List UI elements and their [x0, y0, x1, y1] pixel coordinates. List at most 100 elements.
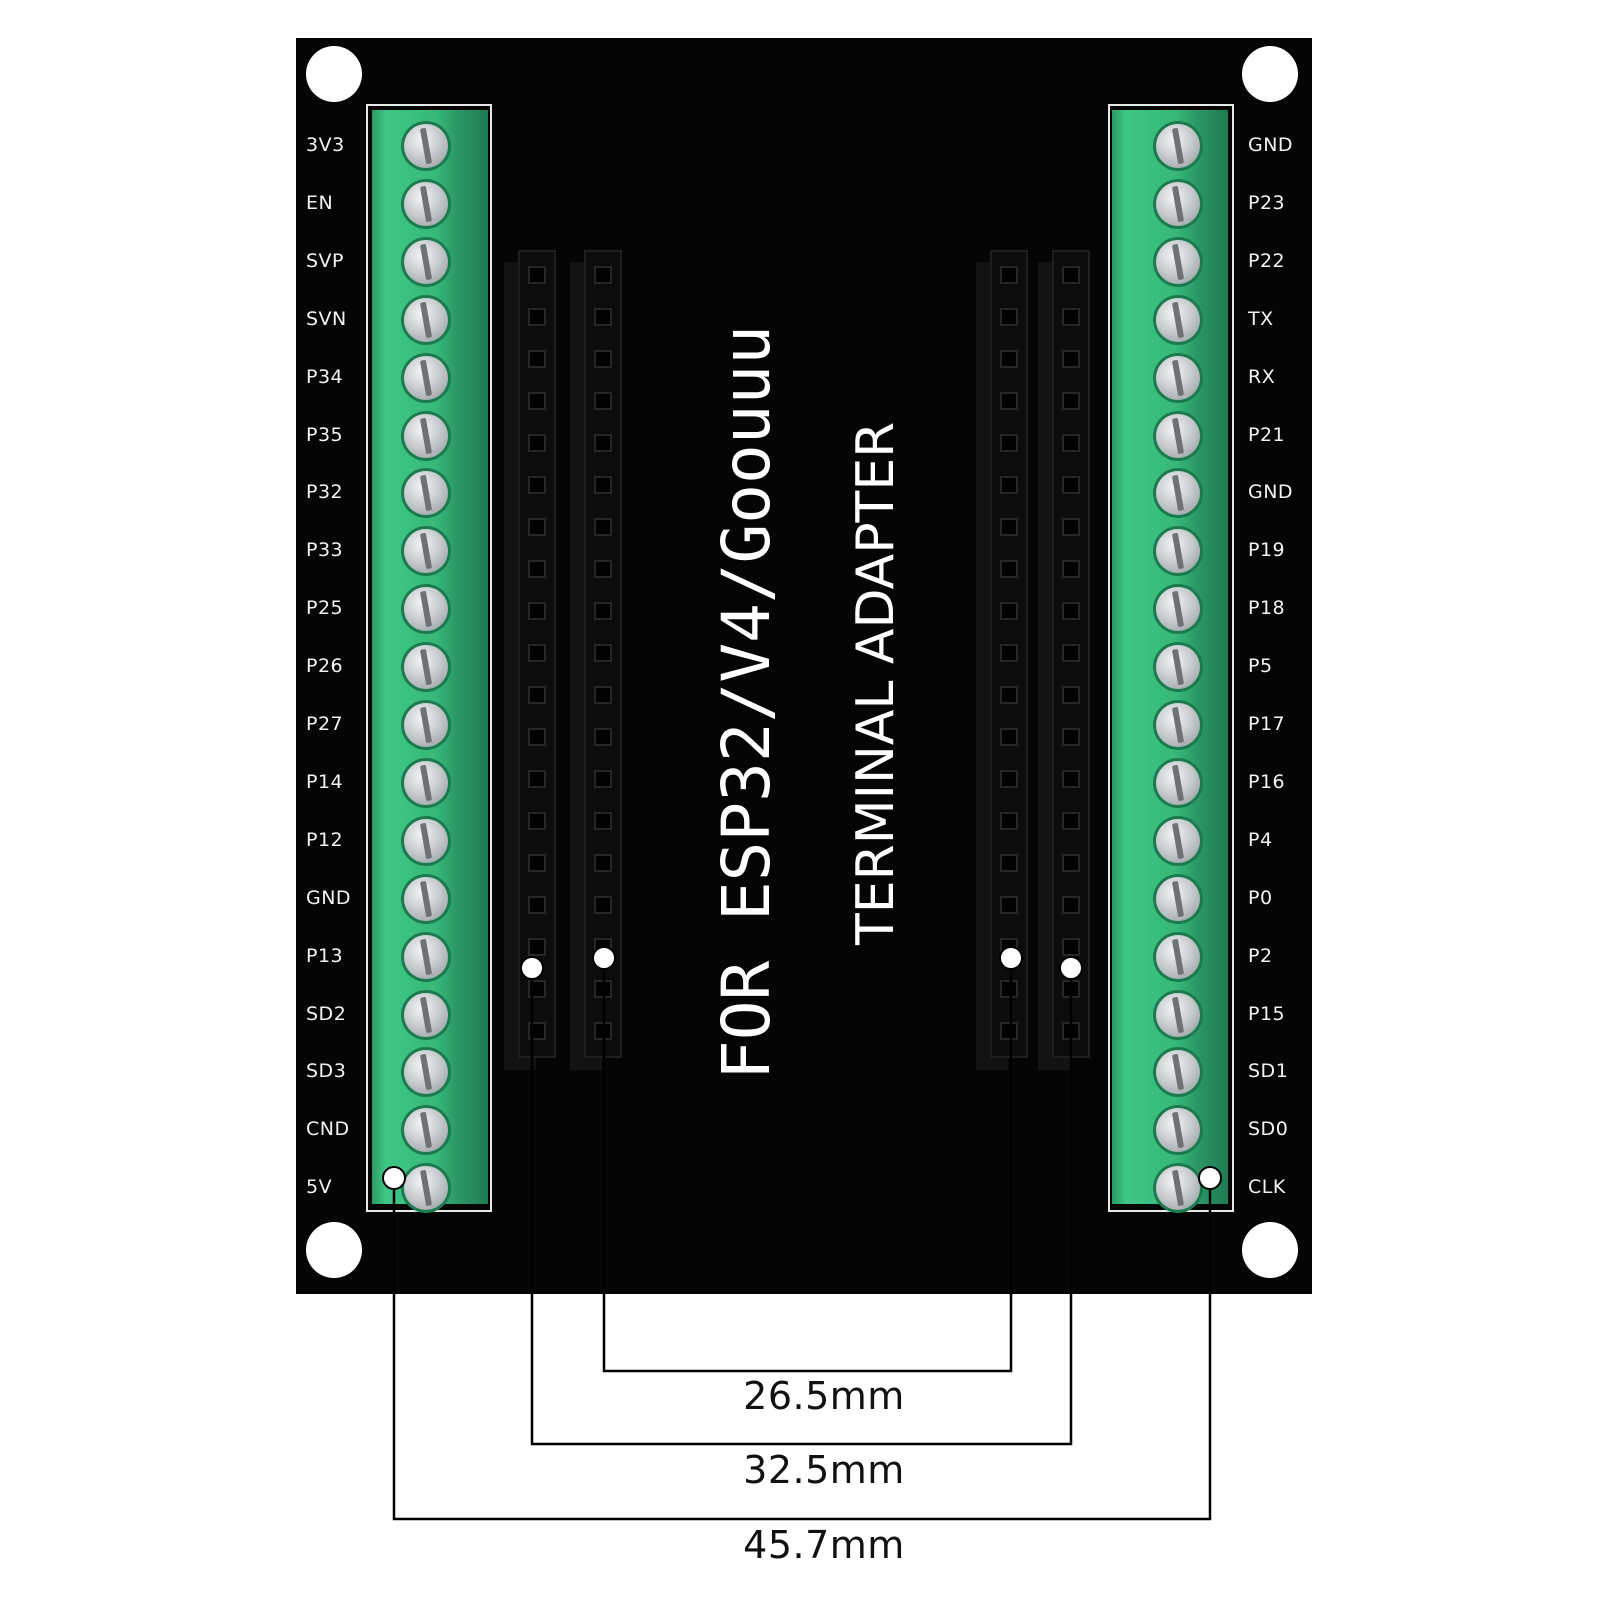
terminal-screw — [404, 181, 448, 226]
header-socket — [1000, 854, 1018, 872]
header-socket — [594, 476, 612, 494]
header-socket — [1062, 266, 1080, 284]
measure-point-right-outer — [1059, 956, 1083, 980]
pin-label: P19 — [1248, 539, 1286, 562]
dimension-label-32-5: 32.5mm — [743, 1448, 905, 1492]
header-socket — [528, 686, 546, 704]
terminal-screw — [404, 703, 448, 747]
header-socket — [1000, 644, 1018, 662]
terminal-screw — [1156, 297, 1200, 342]
terminal-screw — [404, 876, 448, 921]
header-socket — [528, 308, 546, 326]
header-socket — [1062, 896, 1080, 914]
left-terminal-outline — [366, 104, 492, 1212]
terminal-screw — [1156, 934, 1200, 979]
header-socket — [528, 896, 546, 914]
header-socket — [1062, 476, 1080, 494]
header-socket — [1000, 602, 1018, 620]
header-socket — [1000, 686, 1018, 704]
header-socket — [1000, 770, 1018, 788]
header-socket — [594, 392, 612, 410]
header-socket — [1000, 434, 1018, 452]
pin-label: P33 — [306, 539, 344, 562]
dimension-line-45-7 — [392, 1178, 1212, 1521]
header-socket — [1062, 770, 1080, 788]
header-socket — [1000, 980, 1018, 998]
header-socket — [1000, 476, 1018, 494]
terminal-screw — [404, 760, 448, 805]
terminal-screw — [1156, 1108, 1200, 1153]
pin-label: SD2 — [306, 1002, 347, 1025]
terminal-screw — [404, 413, 448, 458]
measure-point-5v — [382, 1166, 406, 1190]
pin-header-right-outer — [1052, 250, 1090, 1058]
pin-label: P16 — [1248, 770, 1286, 793]
terminal-screw — [1156, 413, 1200, 458]
pin-label: P23 — [1248, 191, 1286, 214]
header-socket — [528, 602, 546, 620]
pin-label: GND — [1248, 481, 1294, 504]
header-socket — [1000, 266, 1018, 284]
pin-label: SVP — [306, 249, 345, 272]
header-socket — [1062, 644, 1080, 662]
header-socket — [1000, 896, 1018, 914]
header-socket — [1062, 434, 1080, 452]
pin-label: P13 — [306, 944, 344, 967]
header-socket — [594, 266, 612, 284]
header-socket — [1000, 350, 1018, 368]
header-socket — [1062, 812, 1080, 830]
header-socket — [1062, 854, 1080, 872]
terminal-screw — [1156, 471, 1200, 516]
header-socket — [594, 728, 612, 746]
header-socket — [528, 518, 546, 536]
mounting-hole-bottom-right — [1242, 1222, 1298, 1278]
measure-point-left-outer — [520, 956, 544, 980]
header-socket — [594, 350, 612, 368]
pin-label: CND — [306, 1118, 350, 1141]
terminal-screw — [1156, 124, 1200, 168]
header-socket — [594, 854, 612, 872]
header-socket — [1062, 602, 1080, 620]
header-socket — [594, 308, 612, 326]
pin-label: P26 — [306, 655, 344, 678]
header-socket — [528, 938, 546, 956]
terminal-screw — [404, 529, 448, 574]
mounting-hole-top-right — [1242, 46, 1298, 102]
measure-point-right-inner — [999, 946, 1023, 970]
terminal-screw — [404, 1166, 448, 1211]
terminal-screw — [1156, 1050, 1200, 1095]
terminal-screw — [1156, 181, 1200, 226]
terminal-screw — [404, 124, 448, 168]
pin-label: P5 — [1248, 655, 1273, 678]
header-socket — [594, 644, 612, 662]
dimension-label-26-5: 26.5mm — [743, 1374, 905, 1418]
header-socket — [594, 602, 612, 620]
header-socket — [1062, 308, 1080, 326]
header-socket — [594, 560, 612, 578]
terminal-screw — [1156, 529, 1200, 574]
pin-label: RX — [1248, 365, 1276, 388]
pin-label: P34 — [306, 365, 344, 388]
terminal-screw — [404, 355, 448, 400]
header-socket — [1000, 392, 1018, 410]
mounting-hole-bottom-left — [306, 1222, 362, 1278]
terminal-screw — [1156, 645, 1200, 690]
dimension-line-26-5 — [602, 958, 1013, 1373]
pin-label: SD3 — [306, 1060, 347, 1083]
terminal-screw — [404, 1108, 448, 1153]
terminal-screw — [404, 471, 448, 516]
pin-label: GND — [306, 886, 352, 909]
pin-label: P21 — [1248, 423, 1286, 446]
pin-label: P22 — [1248, 249, 1286, 272]
header-socket — [528, 434, 546, 452]
terminal-screw — [404, 587, 448, 632]
pin-label: 3V3 — [306, 134, 345, 156]
header-socket — [528, 350, 546, 368]
pin-label: CLK — [1248, 1176, 1286, 1199]
terminal-screw — [1156, 992, 1200, 1037]
pin-header-right-inner — [990, 250, 1028, 1058]
dimension-label-45-7: 45.7mm — [743, 1523, 905, 1567]
header-socket — [528, 476, 546, 494]
pin-label: SVN — [306, 307, 347, 330]
header-socket — [1062, 728, 1080, 746]
